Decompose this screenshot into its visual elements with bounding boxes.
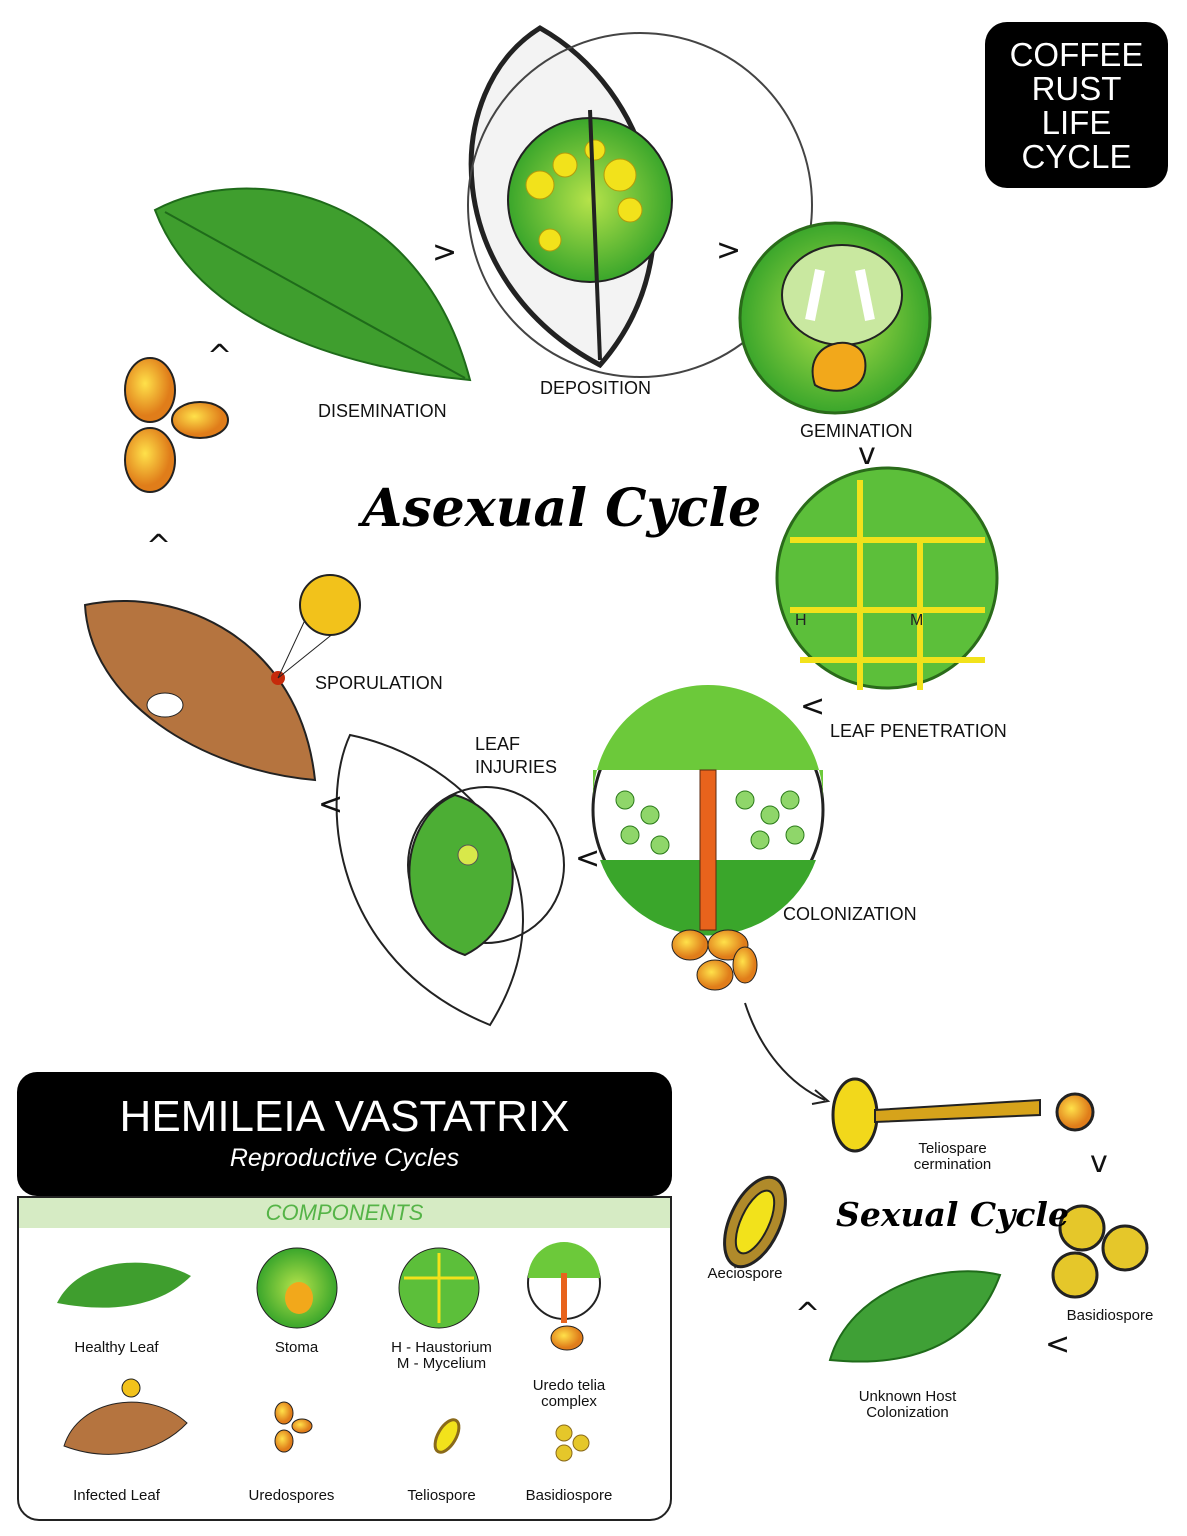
cycle-arrow-icon: ^ [146,529,172,564]
sporulation-leaf-illustration [83,574,361,782]
uredospores-illustration [274,1401,313,1453]
cycle-arrow-icon: v [858,437,876,472]
sexual-cycle-title: Sexual Cycle [836,1195,1069,1234]
teliospore-illustration [433,1418,461,1454]
cycle-arrow-icon: > [716,233,742,268]
cycle-arrow-icon: ^ [207,339,233,374]
legend-subtitle: Reproductive Cycles [229,1144,460,1172]
cycle-arrow-icon: v [1090,1145,1108,1180]
stage-deposition-label: DEPOSITION [540,378,652,398]
title-line: COFFEE [1009,36,1144,73]
dissemination-leaf-illustration [153,187,472,382]
basidiospore-illustration [1051,1204,1149,1299]
component-label: Infected Leaf [73,1487,160,1504]
uredospores-illustration [124,357,229,493]
infected-leaf-illustration [63,1378,188,1455]
aeciospore-label: Aeciospore [707,1265,783,1282]
cycle-arrow-icon: < [800,689,826,724]
to-sexual-cycle-arrow [744,1002,826,1101]
cycle-arrow-icon: < [1045,1327,1071,1362]
basidiospore-label: Basidiospore [1066,1307,1154,1324]
svg-text:H: H [795,612,807,629]
component-label: Healthy Leaf [74,1339,159,1356]
component-label: H - Haustorium M - Mycelium [391,1339,492,1372]
aeciospore-illustration [723,1175,787,1269]
component-label: Basidiospore [525,1487,613,1504]
legend-title-box: HEMILEIA VASTATRIX Reproductive Cycles [17,1072,672,1196]
stage-colonization-label: COLONIZATION [783,904,917,924]
component-label: Stoma [274,1339,319,1356]
components-header: COMPONENTS [19,1198,670,1228]
cycle-arrow-icon: > [432,235,458,270]
stage-sporulation-label: SPORULATION [315,673,443,693]
cycle-arrow-icon: ^ [795,1297,821,1332]
stage-gemination-label: GEMINATION [800,421,913,441]
uredo-telia-illustration [527,1242,601,1351]
title-line: CYCLE [1021,138,1132,175]
svg-text:M: M [910,612,923,629]
stage-leaf-penetration-label: LEAF PENETRATION [830,721,1007,741]
haustorium-illustration [398,1247,480,1329]
components-panel: COMPONENTS Healthy Leaf Stoma H - Hausto… [17,1196,672,1521]
asexual-cycle-title: Asexual Cycle [362,478,762,539]
poster-title: COFFEE RUST LIFE CYCLE [985,22,1168,188]
teliospore-germination-illustration [831,1077,1095,1153]
legend-title: HEMILEIA VASTATRIX [119,1092,570,1141]
leaf-injuries-illustration [335,733,565,1027]
deposition-leaf-illustration [467,25,813,378]
stage-leaf-injuries-label: LEAF INJURIES [475,734,558,777]
component-label: Uredospores [248,1487,335,1504]
component-label: Uredo telia complex [532,1377,606,1410]
stoma-illustration [256,1247,338,1329]
unknown-host-leaf-illustration [828,1270,1002,1363]
title-line: RUST [1031,70,1122,107]
unknown-host-label: Unknown Host Colonization [858,1388,957,1421]
cycle-arrow-icon: < [575,841,601,876]
colonization-circle-illustration [591,685,825,991]
basidiospore-illustration [555,1424,590,1462]
healthy-leaf-illustration [57,1262,191,1308]
component-label: Teliospore [407,1487,476,1504]
cycle-arrow-icon: < [318,787,344,822]
teliospore-germination-label: Teliospare cermination [913,1140,992,1173]
title-line: LIFE [1041,104,1112,141]
stage-dissemination-label: DISEMINATION [318,401,447,421]
components-illustrations [57,1242,601,1462]
gemination-circle-illustration [738,221,932,415]
